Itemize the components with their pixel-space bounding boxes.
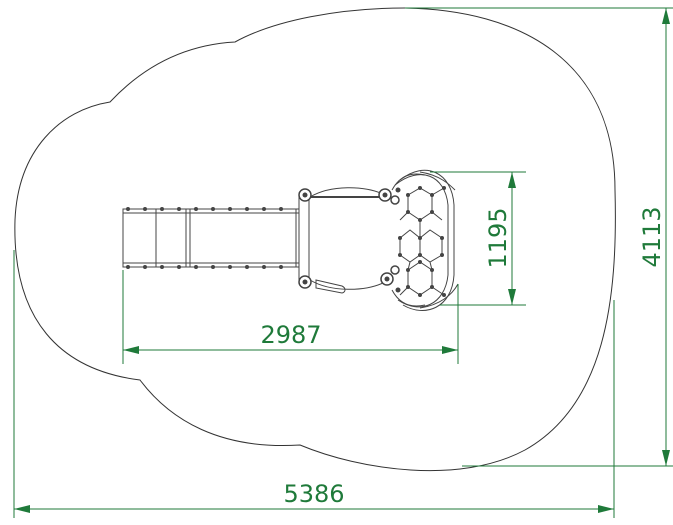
platform <box>298 187 394 294</box>
net-frame <box>394 174 449 308</box>
net-anchor <box>390 195 400 205</box>
dimension-overall-depth <box>405 7 673 467</box>
net-mesh <box>399 187 445 296</box>
net-knots <box>395 186 446 297</box>
platform-handrail <box>315 279 346 294</box>
dimension-label-overall-depth: 4113 <box>638 206 666 267</box>
slide-chute <box>122 208 300 268</box>
dimension-overall-width <box>13 250 615 518</box>
platform-posts <box>298 188 394 289</box>
platform-top-arc <box>309 187 386 198</box>
dimension-slide-to-net <box>122 270 459 364</box>
slide-bolts <box>126 207 283 269</box>
net-top-arc <box>419 171 456 191</box>
climbing-net <box>390 169 459 311</box>
dimension-label-slide-to-net: 2987 <box>260 321 321 349</box>
dimension-net-width <box>430 171 526 306</box>
net-anchor <box>390 265 400 275</box>
dimension-label-net-width: 1195 <box>484 207 512 268</box>
dimension-lines <box>13 7 673 518</box>
net-bottom-arc <box>419 283 459 309</box>
net-frame-outer <box>399 169 455 311</box>
slide <box>122 207 300 269</box>
platform-deck <box>298 192 310 284</box>
safety-zone-outline <box>14 7 616 472</box>
dimension-label-overall-width: 5386 <box>283 480 344 508</box>
